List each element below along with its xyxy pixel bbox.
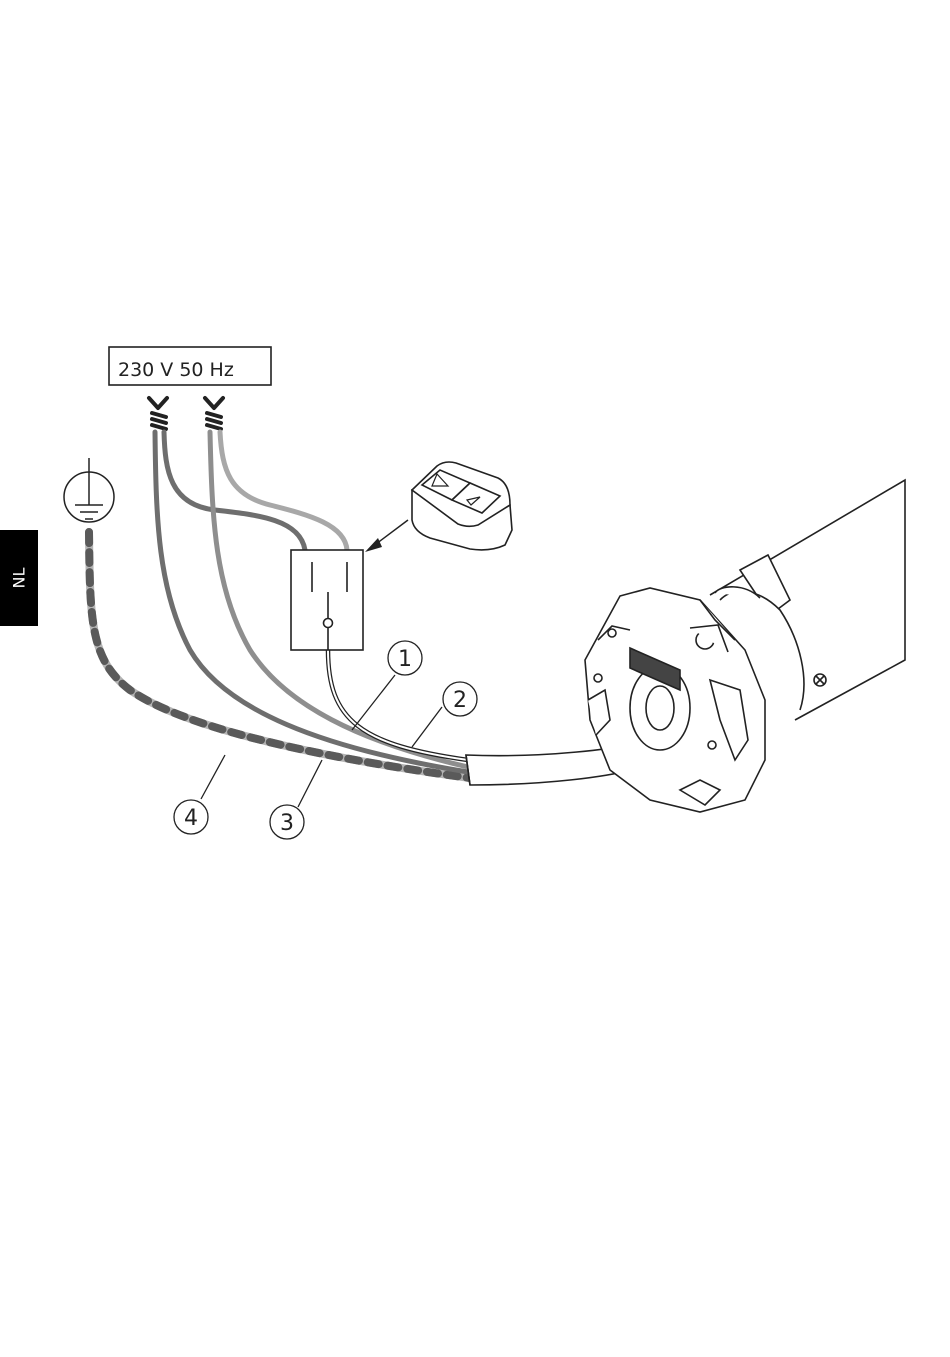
callout-1-label: 1 <box>398 647 412 672</box>
screw-terminal-icon-2 <box>205 398 223 429</box>
screw-terminal-icon <box>149 398 167 429</box>
callout-2-label: 2 <box>453 688 467 713</box>
remote-to-switch-arrow <box>365 520 408 552</box>
wall-switch-icon <box>291 550 363 650</box>
callout-2: 2 <box>443 682 477 716</box>
callout-4-label: 4 <box>184 806 198 831</box>
earth-ground-icon <box>64 458 114 522</box>
callout-leaders <box>201 675 442 807</box>
callout-3-label: 3 <box>280 811 294 836</box>
wire-terminal1-switch <box>164 432 305 550</box>
callout-1: 1 <box>388 641 422 675</box>
push-button-remote-icon <box>412 462 512 550</box>
power-supply-label: 230 V 50 Hz <box>109 347 271 385</box>
wire-terminal2-switch <box>220 432 347 550</box>
supply-voltage-text: 230 V 50 Hz <box>118 359 234 381</box>
callout-4: 4 <box>174 800 208 834</box>
tubular-motor-icon <box>585 480 905 812</box>
callout-3: 3 <box>270 805 304 839</box>
wires <box>89 432 470 778</box>
